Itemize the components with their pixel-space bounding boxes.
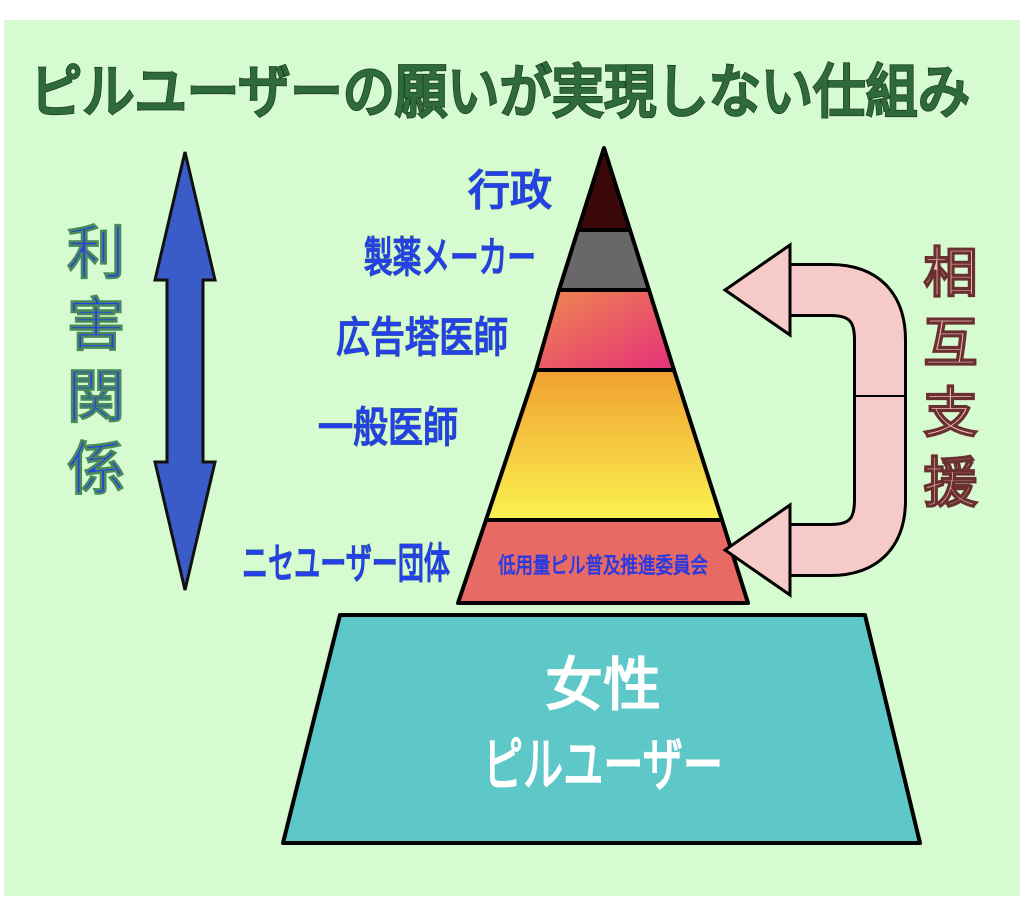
pyramid-layer-kokokuto	[534, 288, 676, 372]
title: ピルユーザーの願いが実現しない仕組み	[30, 58, 970, 126]
label-ippan: 一般医師	[318, 403, 458, 452]
mutual-support-arrow-icon	[722, 242, 907, 598]
label-kokokuto: 広告塔医師	[336, 313, 508, 362]
pyramid-base	[281, 613, 922, 845]
label-nise: ニセユーザー団体	[242, 539, 450, 588]
label-seiyaku: 製薬メーカー	[364, 233, 536, 282]
base-label-line2: ピルユーザー	[483, 731, 723, 799]
base-label-line1: 女性	[545, 651, 661, 719]
right-label: 相互支援	[913, 243, 978, 525]
double-arrow-icon	[153, 151, 217, 591]
committee-label: 低用量ピル普及推進委員会	[497, 553, 708, 579]
label-gyosei: 行政	[468, 166, 552, 215]
pyramid-layer-committee	[456, 518, 750, 605]
left-label: 利害関係	[57, 222, 126, 511]
